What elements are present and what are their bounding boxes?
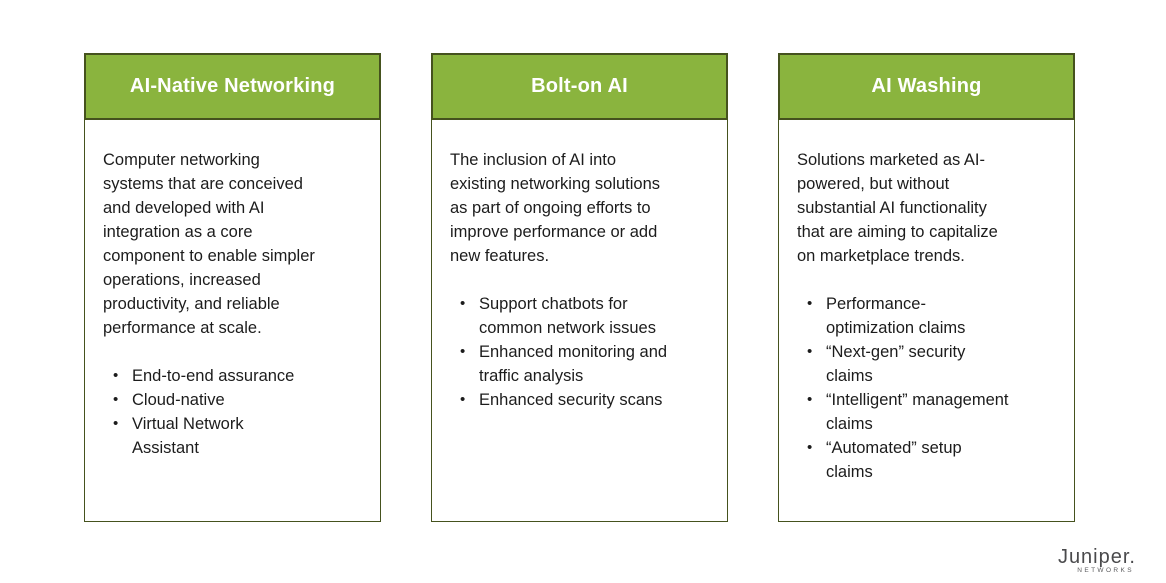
card-header: AI-Native Networking: [84, 53, 381, 120]
bullet-text: Cloud-native: [132, 391, 225, 409]
juniper-wordmark: Juniper.: [1057, 546, 1136, 568]
bullet-dot: •: [113, 391, 119, 408]
card-ai-washing: AI Washing Solutions marketed as AI- pow…: [778, 53, 1075, 522]
bullet-dot: •: [113, 367, 119, 384]
card-bolt-on-ai: Bolt-on AI The inclusion of AI into exis…: [431, 53, 728, 522]
bullet-item: • Enhanced monitoring and traffic analys…: [460, 340, 709, 388]
bullet-text: “Automated” setup claims: [826, 439, 962, 481]
bullet-text: Enhanced security scans: [479, 391, 663, 409]
card-body: Computer networking systems that are con…: [84, 120, 381, 522]
bullet-text: Virtual Network Assistant: [132, 415, 244, 457]
card-description: The inclusion of AI into existing networ…: [450, 151, 661, 265]
bullet-item: • Performance- optimization claims: [807, 292, 1056, 340]
card-description: Computer networking systems that are con…: [103, 151, 315, 337]
juniper-networks-label: NETWORKS: [1077, 567, 1134, 574]
bullet-dot: •: [807, 343, 813, 360]
card-title: AI Washing: [871, 75, 982, 97]
bullet-list: • Performance- optimization claims • “Ne…: [797, 292, 1056, 484]
bullet-text: “Next-gen” security claims: [826, 343, 966, 385]
bullet-list: • End-to-end assurance • Cloud-native • …: [103, 364, 362, 460]
bullet-text: Enhanced monitoring and traffic analysis: [479, 343, 668, 385]
bullet-dot: •: [460, 295, 466, 312]
bullet-item: • Cloud-native: [113, 388, 362, 412]
bullet-text: “Intelligent” management claims: [826, 391, 1009, 433]
card-description: Solutions marketed as AI- powered, but w…: [797, 151, 998, 265]
bullet-dot: •: [807, 439, 813, 456]
bullet-dot: •: [460, 343, 466, 360]
bullet-text: Performance- optimization claims: [826, 295, 966, 337]
card-title: AI-Native Networking: [129, 75, 336, 97]
card-header: Bolt-on AI: [431, 53, 728, 120]
card-body: The inclusion of AI into existing networ…: [431, 120, 728, 522]
bullet-item: • End-to-end assurance: [113, 364, 362, 388]
bullet-dot: •: [807, 391, 813, 408]
bullet-text: End-to-end assurance: [132, 367, 295, 385]
bullet-item: • “Next-gen” security claims: [807, 340, 1056, 388]
juniper-networks-logo: Juniper. NETWORKS: [1057, 546, 1136, 575]
bullet-item: • Enhanced security scans: [460, 388, 709, 412]
card-ai-native-networking: AI-Native Networking Computer networking…: [84, 53, 381, 522]
card-title: Bolt-on AI: [531, 75, 628, 97]
bullet-list: • Support chatbots for common network is…: [450, 292, 709, 412]
bullet-dot: •: [807, 295, 813, 312]
bullet-dot: •: [113, 415, 119, 432]
card-header: AI Washing: [778, 53, 1075, 120]
comparison-cards: AI-Native Networking Computer networking…: [84, 53, 1075, 522]
bullet-item: • “Intelligent” management claims: [807, 388, 1056, 436]
bullet-item: • “Automated” setup claims: [807, 436, 1056, 484]
bullet-item: • Support chatbots for common network is…: [460, 292, 709, 340]
bullet-text: Support chatbots for common network issu…: [479, 295, 656, 337]
bullet-dot: •: [460, 391, 466, 408]
bullet-item: • Virtual Network Assistant: [113, 412, 362, 460]
card-body: Solutions marketed as AI- powered, but w…: [778, 120, 1075, 522]
